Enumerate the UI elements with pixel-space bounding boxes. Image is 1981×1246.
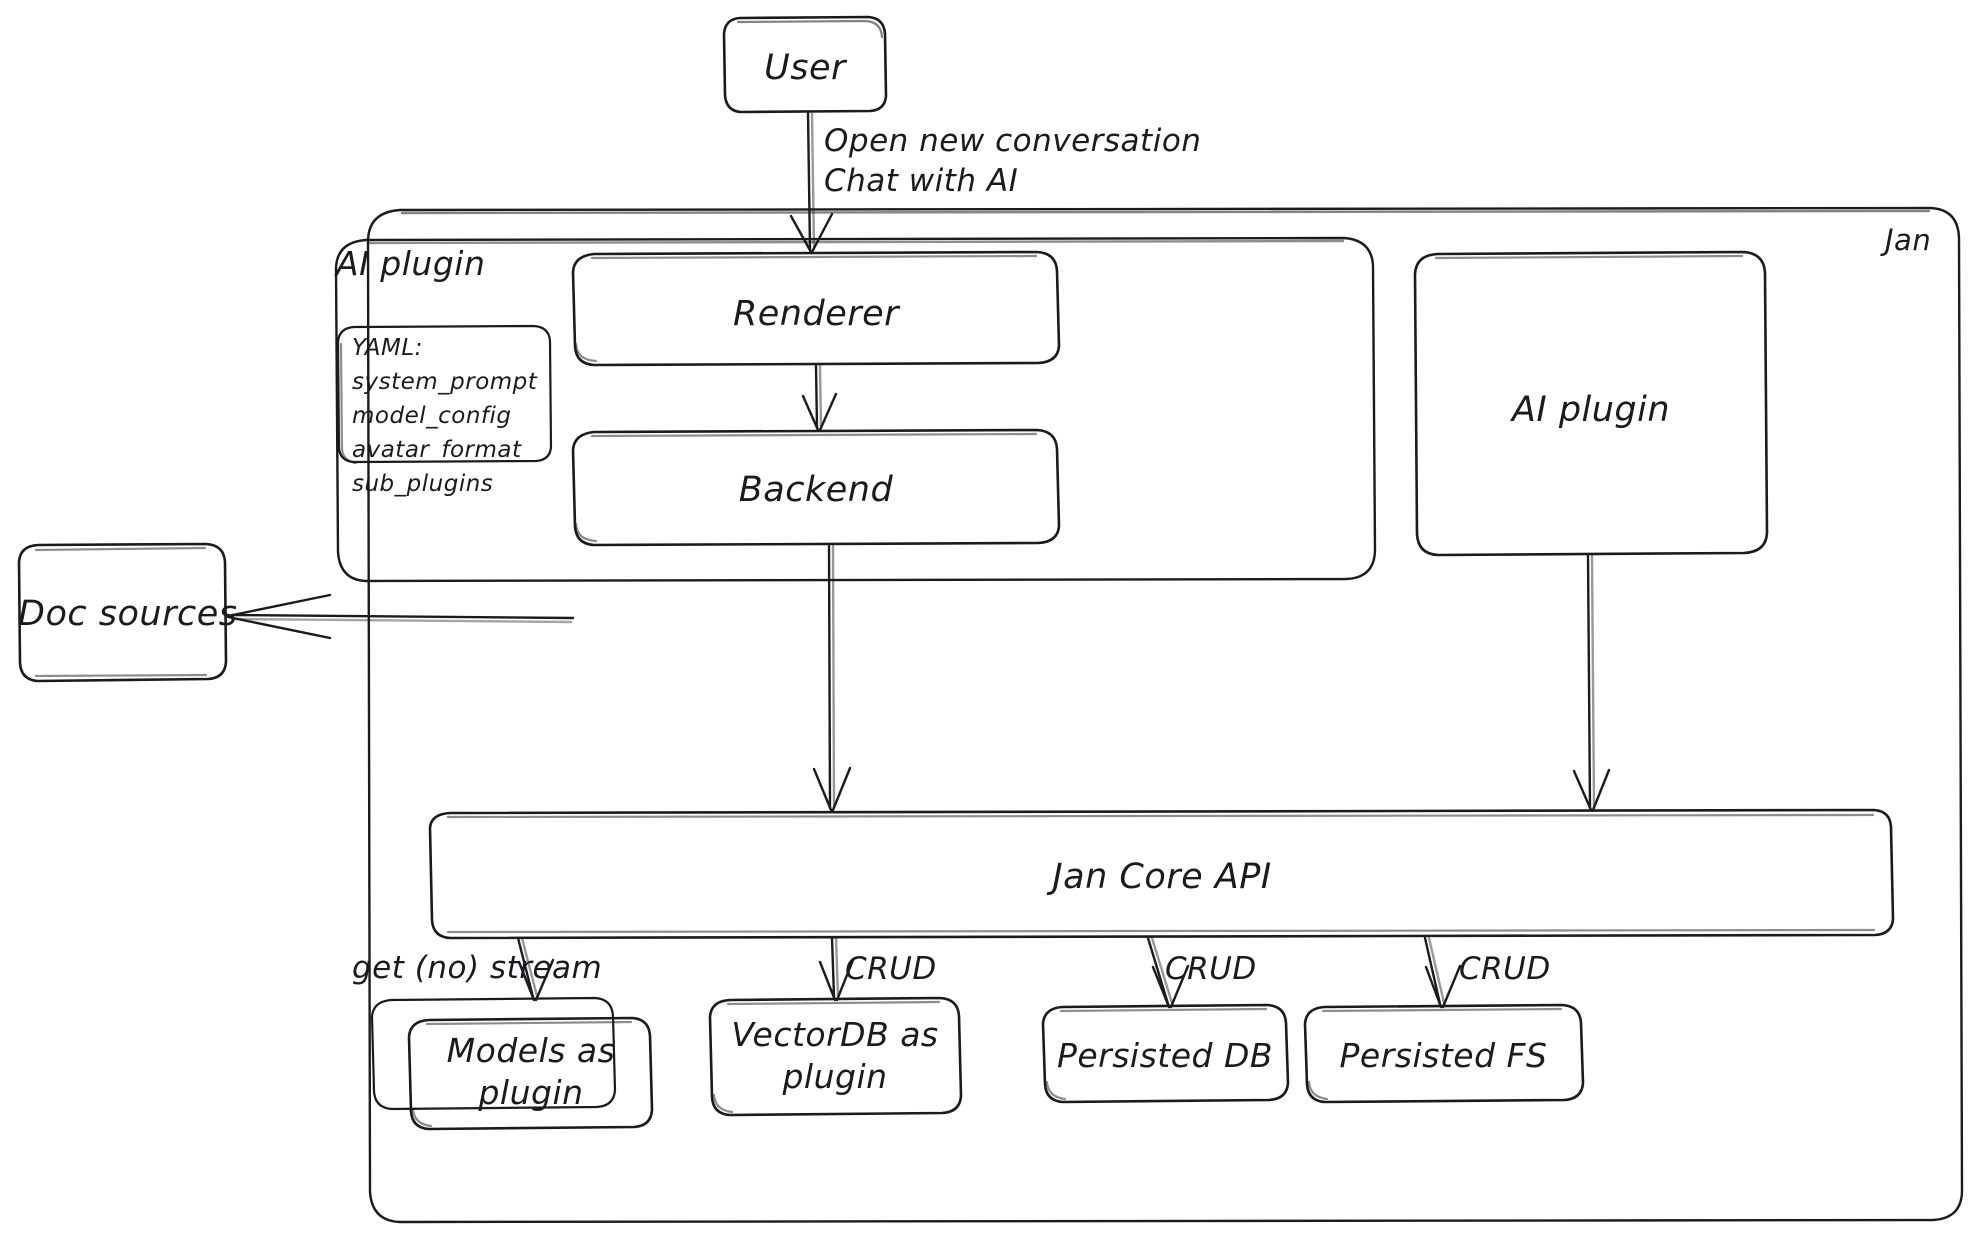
persisted-fs-label: Persisted FS	[1339, 1036, 1548, 1075]
doc-sources-box-shape	[17, 542, 228, 683]
jan-core-api-label: Jan Core API	[1052, 857, 1272, 897]
edge-label-crud-vectordb: CRUD	[845, 951, 937, 987]
models-plugin-box-shape	[370, 996, 654, 1131]
jan-container-label: Jan	[1885, 223, 1932, 257]
yaml-note-text: YAML: system_prompt model_config avatar_…	[352, 335, 538, 498]
backend-box-shape	[571, 428, 1061, 547]
edge-label-crud-persisted-fs: CRUD	[1459, 951, 1551, 987]
ai-plugin-group-shape	[334, 236, 1377, 583]
ai-plugin-right-label: AI plugin	[1511, 390, 1671, 430]
ai-plugin-group-label: AI plugin	[336, 244, 486, 283]
edge-label-crud-persisted-db: CRUD	[1165, 951, 1257, 987]
arrow-core-to-vectordb	[818, 936, 855, 1002]
edge-label-user-to-renderer: Open new conversation Chat with AI	[824, 123, 1202, 199]
doc-sources-label: Doc sources	[18, 594, 238, 634]
jan-core-api-box-shape	[428, 808, 1895, 940]
arrow-core-to-persisted-db	[1146, 936, 1190, 1009]
renderer-label: Renderer	[732, 294, 900, 334]
backend-label: Backend	[738, 470, 894, 510]
edge-label-get-no-stream: get (no) stream	[352, 950, 603, 986]
arrow-backend-to-doc-sources	[226, 593, 575, 640]
vectordb-plugin-box-shape	[708, 996, 963, 1117]
persisted-db-box-shape	[1041, 1003, 1290, 1104]
user-label: User	[764, 48, 846, 88]
arrow-user-to-renderer	[789, 111, 834, 254]
ai-plugin-right-box-shape	[1413, 250, 1769, 557]
yaml-note-box-shape	[336, 324, 553, 465]
arrow-core-to-models	[516, 936, 555, 1002]
user-box-shape	[722, 15, 888, 114]
jan-container-shape	[366, 206, 1964, 1224]
vectordb-plugin-label: VectorDB as plugin	[731, 1015, 939, 1097]
models-plugin-label: Models as plugin	[446, 1031, 616, 1113]
arrow-aiplugin-to-core	[1572, 554, 1611, 812]
arrow-core-to-persisted-fs	[1423, 936, 1462, 1009]
persisted-db-label: Persisted DB	[1056, 1036, 1274, 1075]
arrow-backend-to-core	[812, 544, 852, 812]
arrow-renderer-to-backend	[801, 364, 838, 432]
renderer-box-shape	[571, 250, 1061, 367]
persisted-fs-box-shape	[1303, 1003, 1585, 1104]
